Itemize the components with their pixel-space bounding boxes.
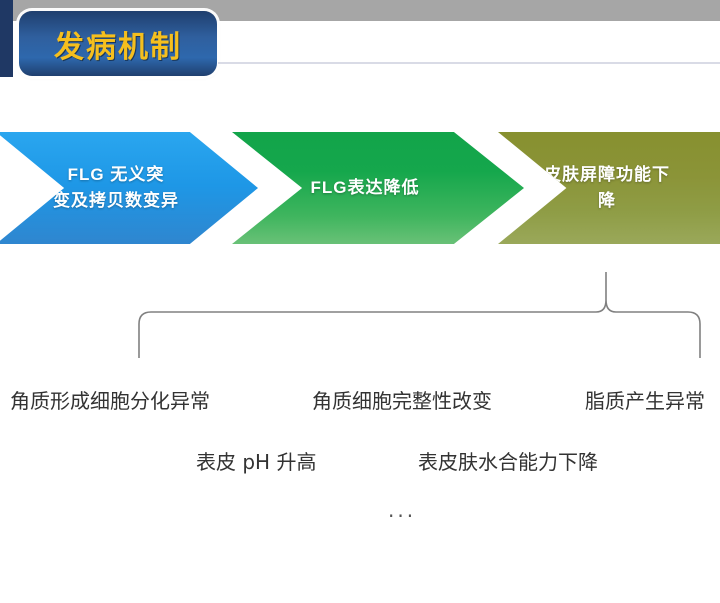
outcome-item-epidermal-ph: 表皮 pH 升高 — [196, 450, 317, 474]
outcome-row-2: 表皮 pH 升高 表皮肤水合能力下降 — [0, 434, 720, 496]
brace-path — [138, 272, 701, 358]
left-navy-accent-bar — [0, 0, 13, 77]
outcome-item-corneocyte-integrity: 角质细胞完整性改变 — [312, 389, 492, 413]
page-title: 发病机制 — [54, 30, 182, 64]
left-bar-white-gap — [13, 21, 17, 77]
slide-title-badge: 发病机制 — [19, 11, 217, 76]
flow-step-2-label: FLG表达降低 — [301, 175, 430, 201]
flow-step-3-line2: 降 — [598, 191, 616, 210]
header-divider-rule — [218, 62, 720, 64]
outcome-row-1: 角质形成细胞分化异常 角质细胞完整性改变 脂质产生异常 — [0, 372, 720, 434]
flow-step-1-label: FLG 无义突 变及拷贝数变异 — [43, 162, 189, 214]
process-flow-chevrons: FLG 无义突 变及拷贝数变异 FLG表达降低 皮肤屏障功能下 降 — [0, 132, 720, 244]
outcome-text-block: 角质形成细胞分化异常 角质细胞完整性改变 脂质产生异常 表皮 pH 升高 表皮肤… — [0, 372, 720, 558]
outcome-item-lipid-production: 脂质产生异常 — [585, 389, 705, 413]
flow-step-3-label: 皮肤屏障功能下 降 — [534, 162, 680, 214]
outcome-ellipsis: ··· — [388, 504, 417, 528]
outcome-item-skin-hydration: 表皮肤水合能力下降 — [418, 450, 598, 474]
flow-step-1-line2: 变及拷贝数变异 — [53, 191, 179, 210]
flow-step-1-line1: FLG 无义突 — [67, 165, 165, 184]
outcome-item-keratinocyte-differentiation: 角质形成细胞分化异常 — [10, 389, 210, 413]
flow-step-skin-barrier-dysfunction: 皮肤屏障功能下 降 — [498, 132, 720, 244]
flow-step-flg-expression-decrease: FLG表达降低 — [232, 132, 524, 244]
downward-curly-brace — [138, 272, 701, 358]
outcome-row-3: ··· — [0, 496, 720, 558]
flow-step-2-line1: FLG表达降低 — [310, 178, 420, 197]
flow-step-3-line1: 皮肤屏障功能下 — [544, 165, 670, 184]
flow-step-flg-mutation: FLG 无义突 变及拷贝数变异 — [0, 132, 258, 244]
